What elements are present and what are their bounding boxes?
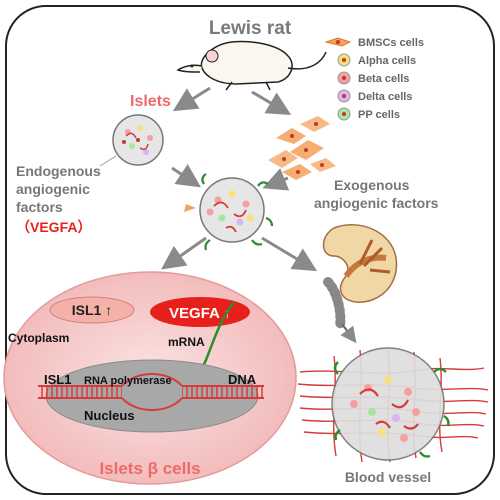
arrow-islet-to-coculture	[171, 164, 201, 188]
vegfa-badge	[150, 297, 250, 327]
kidney-icon	[322, 224, 398, 331]
arrow-coculture-to-kidney	[261, 236, 318, 272]
mrna-label: mRNA	[168, 335, 205, 349]
dna-label: DNA	[228, 372, 257, 387]
vegfa-parenthetical: （VEGFA）	[16, 219, 91, 235]
cocultured-islet	[184, 173, 274, 251]
vegfa-endogenous-name: VEGFA	[30, 219, 77, 235]
islets-label: Islets	[130, 93, 171, 110]
arrow-kidney-to-vessel	[340, 323, 357, 344]
cell-legend: BMSCs cells Alpha cells Beta cells Delta…	[324, 37, 424, 121]
vegfa-badge-label: VEGFA ↑	[169, 305, 231, 322]
nucleus-label: Nucleus	[84, 408, 135, 423]
legend-delta-label: Delta cells	[358, 91, 412, 103]
vegfa-open-paren: （	[16, 219, 30, 235]
bmsc-cluster	[268, 116, 336, 180]
endogenous-line-3: factors	[16, 199, 63, 215]
vascularized-islet	[297, 347, 489, 463]
exogenous-line-1: Exogenous	[334, 177, 410, 193]
cytoplasm-label: Cytoplasm	[8, 331, 69, 345]
endogenous-pointer	[99, 155, 117, 167]
alpha-cell-icon	[337, 53, 351, 67]
beta-cell-icon	[337, 71, 351, 85]
transcription-bubble	[121, 373, 183, 411]
isolated-islet	[112, 114, 164, 166]
arrow-rat-to-bmsc	[251, 90, 292, 116]
legend-alpha-label: Alpha cells	[358, 55, 416, 67]
legend-bmsc-label: BMSCs cells	[358, 37, 424, 49]
arrow-bmsc-to-coculture	[262, 168, 290, 191]
legend-pp-label: PP cells	[358, 109, 400, 121]
arrow-coculture-to-cell	[161, 236, 207, 270]
isl1-badge	[49, 296, 135, 324]
rna-polymerase-label: RNA polymerase	[84, 375, 172, 387]
delta-cell-icon	[337, 89, 351, 103]
rat-icon	[176, 40, 327, 91]
isl1-gene-label: ISL1	[44, 372, 71, 387]
endogenous-line-2: angiogenic	[16, 181, 90, 197]
blood-vessel-label: Blood vessel	[345, 469, 431, 485]
beta-cell-detail: ISL1 ↑ VEGFA ↑ Cytoplasm mRNA RNA polyme…	[3, 271, 297, 485]
pp-cell-icon	[337, 107, 351, 121]
legend-beta-label: Beta cells	[358, 73, 409, 85]
arrow-rat-to-islet	[172, 86, 211, 112]
endogenous-line-1: Endogenous	[16, 163, 101, 179]
exogenous-line-2: angiogenic factors	[314, 195, 439, 211]
dna-right-rungs	[182, 386, 264, 398]
cell-title: Islets β cells	[99, 459, 200, 478]
vegfa-close-paren: ）	[77, 219, 91, 235]
dna-left-rungs	[38, 386, 122, 398]
isl1-badge-label: ISL1 ↑	[72, 302, 112, 318]
diagram-title: Lewis rat	[209, 18, 292, 39]
bmsc-cell-icon	[324, 37, 352, 47]
